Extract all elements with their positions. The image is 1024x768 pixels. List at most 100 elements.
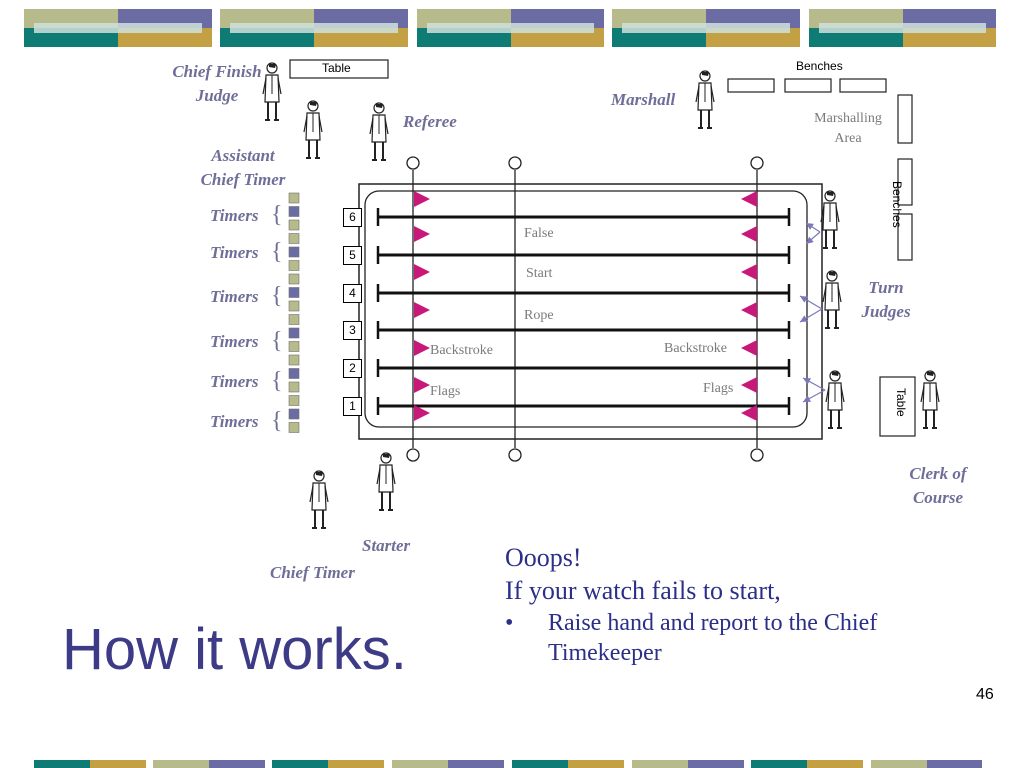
starter-label: Starter — [362, 536, 411, 555]
pole-bottom-left — [406, 448, 420, 462]
turn-judge-arrows — [799, 222, 826, 403]
flag-left — [414, 340, 430, 356]
timer-station-square — [288, 273, 300, 285]
top-table-label: Table — [322, 61, 351, 75]
bench-top-2 — [784, 78, 832, 93]
footer-band-block — [512, 760, 624, 768]
flag-right — [741, 264, 757, 280]
flag-left — [414, 405, 430, 421]
bench-top-3 — [839, 78, 887, 93]
timers-label: Timers — [210, 332, 259, 351]
flag-right — [741, 302, 757, 318]
timer-station-square — [288, 381, 300, 393]
bench-side-2 — [897, 158, 913, 206]
backstroke-label-right: Backstroke — [664, 341, 727, 356]
marshalling-area-label: Marshalling Area — [814, 111, 882, 146]
side-table-label: Table — [894, 388, 908, 417]
turn-judge-figure-3 — [825, 370, 845, 429]
marshall-figure — [695, 70, 715, 129]
lane-number: 1 — [343, 397, 362, 416]
timer-station-square — [288, 327, 300, 339]
turn-judge-figure-1 — [820, 190, 840, 249]
timers-label: Timers — [210, 287, 259, 306]
note-line: If your watch fails to start, — [505, 576, 781, 605]
timer-station-square — [288, 408, 300, 420]
footer-band-block — [34, 760, 146, 768]
note-heading: Ooops! — [505, 543, 582, 572]
bench-top-1 — [727, 78, 775, 93]
note-bullet: • Raise hand and report to the Chief Tim… — [505, 608, 985, 668]
slide-title: How it works. — [62, 617, 407, 682]
header-band-block — [809, 9, 996, 47]
footer-band-block — [632, 760, 744, 768]
lane-number: 4 — [343, 284, 362, 303]
timer-station-square — [288, 233, 300, 244]
flag-left — [414, 302, 430, 318]
clerk-of-course-figure — [920, 370, 940, 429]
turn-judge-figure-2 — [822, 270, 842, 329]
benches-side-label: Benches — [890, 181, 904, 228]
timer-stations — [288, 192, 300, 433]
lane-number: 6 — [343, 208, 362, 227]
flag-right — [741, 377, 757, 393]
false-start-rope-label-2: Start — [526, 266, 553, 281]
flag-right — [741, 405, 757, 421]
footer-band-block — [153, 760, 265, 768]
timer-station-square — [288, 219, 300, 231]
timer-station-square — [288, 341, 300, 352]
lane-ropes — [376, 208, 791, 415]
footer-band-block — [751, 760, 863, 768]
timer-station-square — [288, 246, 300, 258]
note-bullet-text: Raise hand and report to the Chief Timek… — [548, 610, 878, 666]
header-band-block — [417, 9, 604, 47]
timers-brace: { — [271, 202, 283, 228]
timer-station-square — [288, 192, 300, 204]
false-start-rope-label-3: Rope — [524, 308, 554, 323]
footer-band-block — [392, 760, 504, 768]
lane-number: 2 — [343, 359, 362, 378]
clerk-of-course-label: Clerk of Course — [909, 464, 967, 507]
marshall-label: Marshall — [611, 90, 676, 109]
lane-number: 5 — [343, 246, 362, 265]
bench-side-1 — [897, 94, 913, 144]
timers-brace: { — [271, 328, 283, 354]
side-table — [879, 376, 916, 437]
header-band-block — [24, 9, 212, 47]
timers-brace: { — [271, 239, 283, 265]
flag-right — [741, 226, 757, 242]
footer-band-block — [871, 760, 982, 768]
timer-station-square — [288, 422, 300, 433]
timers-brace: { — [271, 283, 283, 309]
timers-brace: { — [271, 368, 283, 394]
footer-band-block — [272, 760, 384, 768]
flags-label-right: Flags — [703, 381, 734, 396]
chief-timer-figure — [309, 470, 329, 529]
timers-label: Timers — [210, 243, 259, 262]
referee-figure — [369, 102, 389, 161]
flag-left — [414, 264, 430, 280]
chief-finish-judge-label: Chief Finish Judge — [172, 62, 262, 105]
timers-brace: { — [271, 408, 283, 434]
timers-label: Timers — [210, 412, 259, 431]
pole-top-left — [406, 156, 420, 170]
header-band-block — [220, 9, 408, 47]
backstroke-label-left: Backstroke — [430, 343, 493, 358]
chief-timer-label: Chief Timer — [270, 563, 355, 582]
false-start-rope-label-1: False — [524, 226, 554, 241]
bench-side-3 — [897, 213, 913, 261]
starter-figure — [376, 452, 396, 511]
flags-label-left: Flags — [430, 384, 461, 399]
pole-top-mid — [508, 156, 522, 170]
flag-right — [741, 340, 757, 356]
top-table — [289, 59, 389, 79]
timer-station-square — [288, 206, 300, 217]
timer-station-square — [288, 287, 300, 298]
timer-station-square — [288, 354, 300, 366]
timer-station-square — [288, 300, 300, 312]
header-band-block — [612, 9, 800, 47]
pole-top-right — [750, 156, 764, 170]
timers-label: Timers — [210, 372, 259, 391]
assistant-chief-timer-figure — [303, 100, 323, 159]
pole-bottom-right — [750, 448, 764, 462]
